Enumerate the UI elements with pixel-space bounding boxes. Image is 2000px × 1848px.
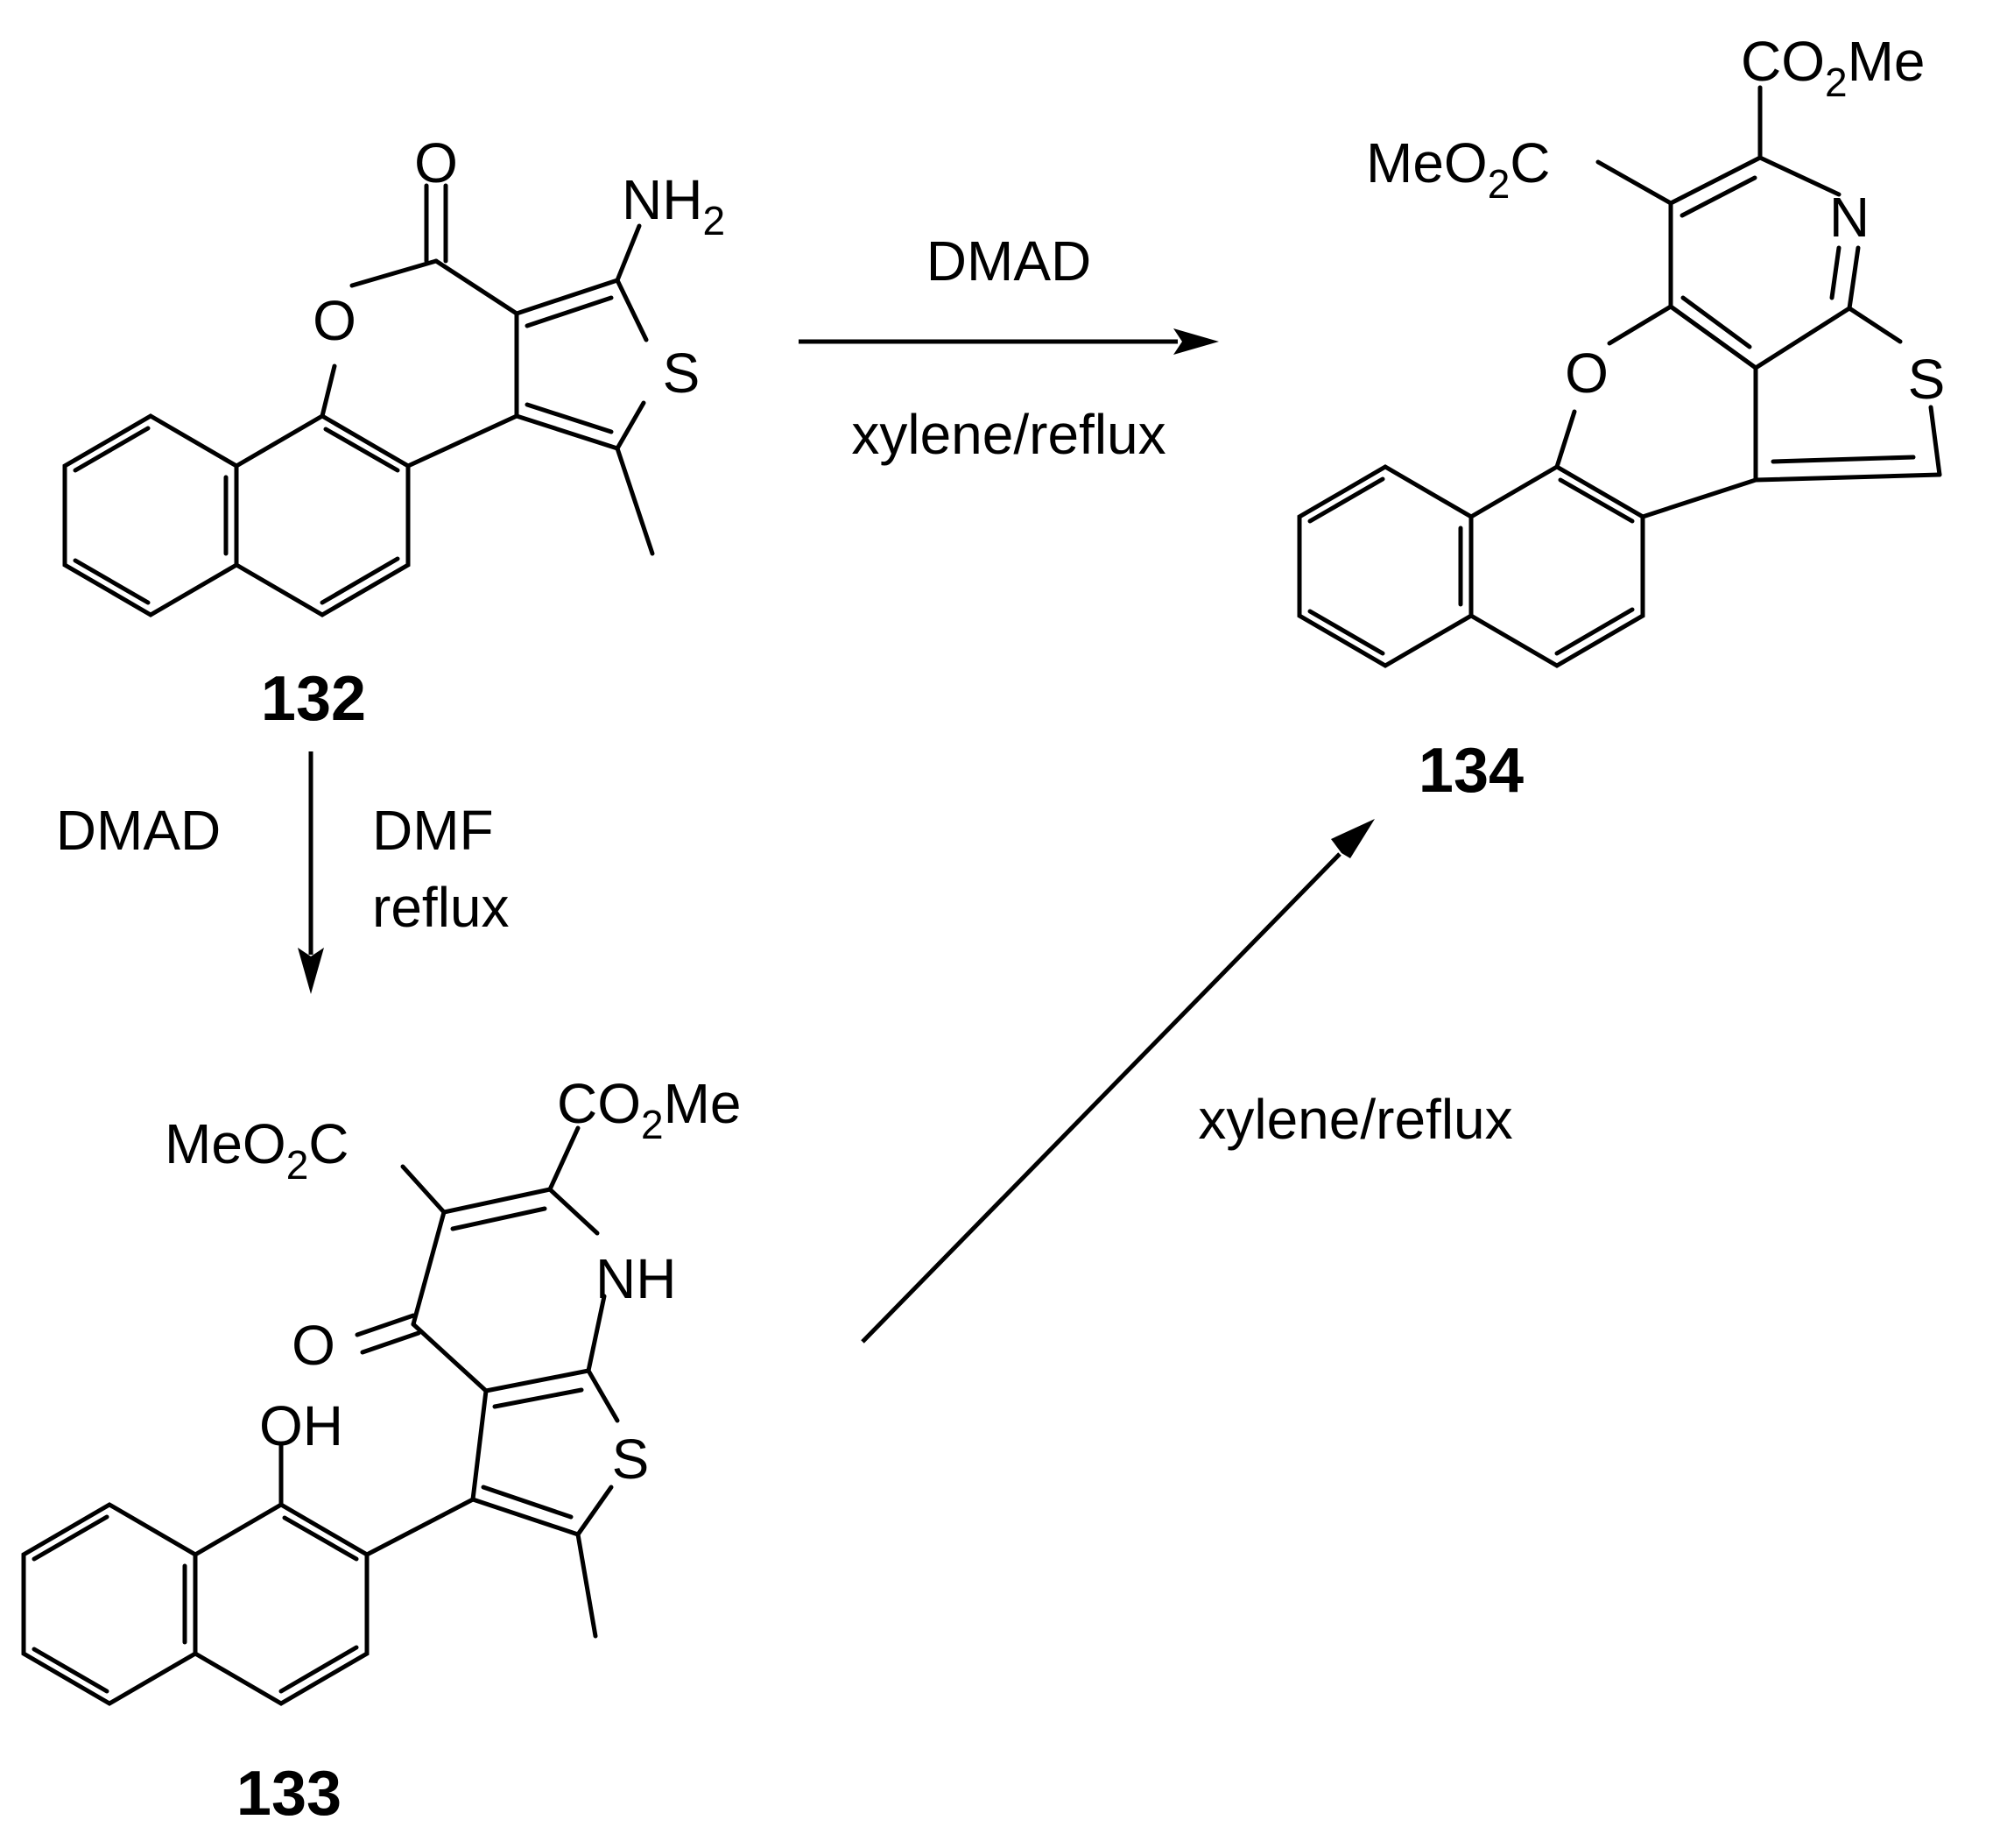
arrow-down-reagent: DMAD [56,799,221,862]
amino-nh: NH [622,168,702,231]
ester-right-subscript: 2 [641,1102,664,1147]
arrow-down-solvent: DMF [372,799,494,862]
compound-134: MeO2C CO2Me N O S 134 [1297,30,1946,806]
compound-133: MeO2C CO2Me NH O OH S 133 [21,1072,742,1829]
amino-subscript: 2 [702,198,725,243]
compound-134-bonds [1297,85,1942,668]
ester-left-carbon: C [308,1112,349,1175]
sulfur-label: S [663,342,701,405]
carbonyl-oxygen-label: O [414,131,458,194]
ester-right-co: CO [1741,30,1825,93]
compound-label-133: 133 [236,1759,342,1829]
arrow-down-condition: reflux [372,876,510,939]
ester-right-me: Me [664,1072,742,1135]
ester-right-me: Me [1848,30,1926,93]
ring-oxygen-label: O [313,289,356,352]
arrow-top-condition: xylene/reflux [851,403,1165,466]
arrow-top: DMAD xylene/reflux [799,229,1219,466]
arrow-top-reagent: DMAD [926,229,1091,293]
ester-left-meo: MeO [165,1112,286,1175]
amino-group-label: NH2 [622,168,725,243]
ester-left-subscript: 2 [286,1142,309,1188]
keto-oxygen-label: O [292,1314,335,1377]
sulfur-label: S [1908,348,1946,411]
hydroxyl-label: OH [259,1394,343,1457]
ester-right-subscript: 2 [1825,60,1848,105]
nitrogen-label: N [1829,186,1870,249]
nh-label: NH [595,1247,676,1310]
ester-right-label: CO2Me [1741,30,1926,105]
ester-left-meo: MeO [1366,131,1488,194]
ester-right-co: CO [557,1072,641,1135]
ester-left-label: MeO2C [1366,131,1551,207]
compound-132-bonds [62,183,655,617]
compound-label-134: 134 [1419,736,1524,806]
ester-right-label: CO2Me [557,1072,742,1147]
ester-left-carbon: C [1510,131,1550,194]
compound-133-bonds [21,1125,620,1706]
arrow-diagonal: xylene/reflux [861,819,1513,1344]
sulfur-label: S [612,1428,650,1491]
compound-label-132: 132 [261,664,366,734]
arrow-diagonal-condition: xylene/reflux [1198,1088,1512,1151]
ester-left-subscript: 2 [1488,161,1511,207]
arrow-down: DMAD DMF reflux [56,751,510,994]
compound-132: O O S NH2 132 [62,131,725,734]
ester-left-label: MeO2C [165,1112,349,1188]
ring-oxygen-label: O [1565,342,1609,405]
